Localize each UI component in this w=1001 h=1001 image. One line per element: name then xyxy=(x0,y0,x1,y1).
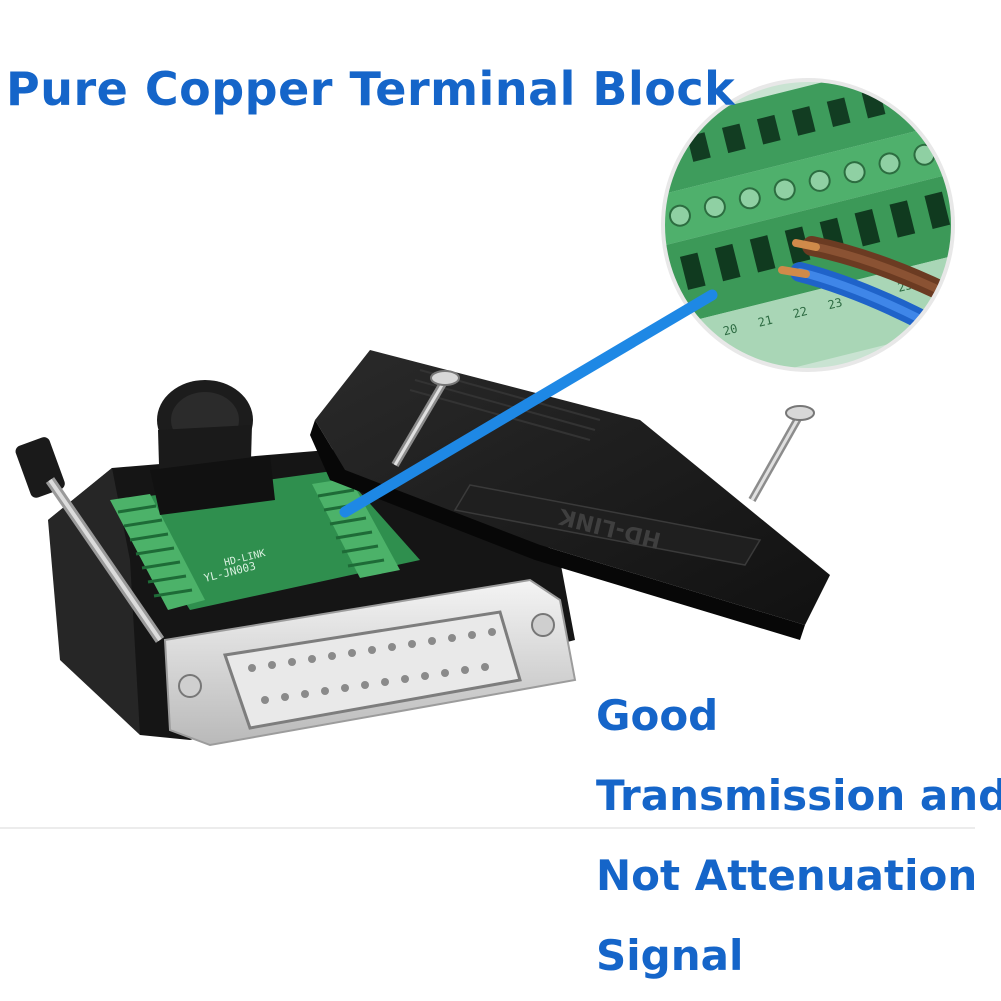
headline: Pure Copper Terminal Block xyxy=(6,62,736,116)
feature-text: Good Transmission and Not Attenuation Si… xyxy=(596,676,1001,996)
loose-screws xyxy=(391,370,815,502)
feature-line-1: Good xyxy=(596,691,719,740)
connector-lid: HD-LINK xyxy=(310,350,830,640)
feature-line-3: Not Attenuation xyxy=(596,851,978,900)
feature-line-4: Signal xyxy=(596,931,744,980)
svg-text:20: 20 xyxy=(722,321,739,338)
zoom-pointer-line xyxy=(339,289,718,518)
feature-line-2: Transmission and xyxy=(596,771,1001,820)
svg-text:22: 22 xyxy=(791,304,808,321)
svg-text:23: 23 xyxy=(826,295,843,312)
svg-text:21: 21 xyxy=(757,313,774,330)
